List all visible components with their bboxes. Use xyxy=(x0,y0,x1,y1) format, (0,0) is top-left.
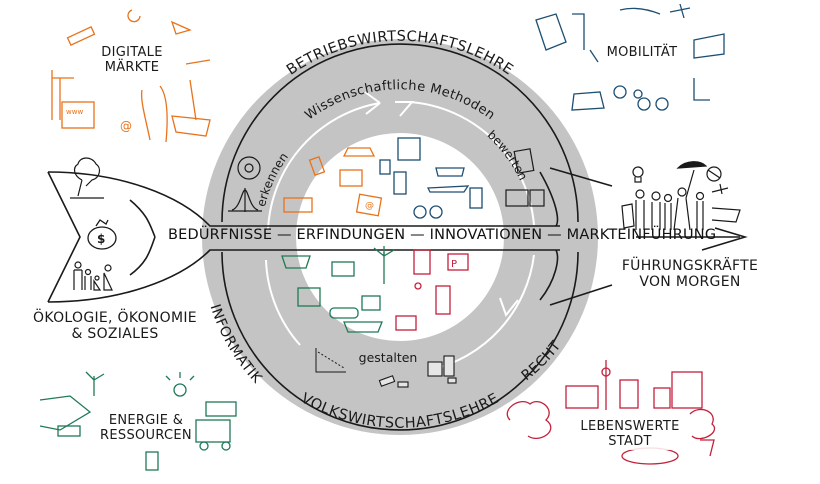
energy-illustration xyxy=(39,371,237,471)
input-label: ÖKOLOGIE, ÖKONOMIE & SOZIALES xyxy=(20,310,210,342)
theme-city-line1: LEBENSWERTE xyxy=(580,419,680,434)
city-icons: P xyxy=(395,249,469,331)
input-label-line2: & SOZIALES xyxy=(71,326,159,343)
globe-icon xyxy=(706,166,722,182)
input-label-line1: ÖKOLOGIE, ÖKONOMIE xyxy=(33,310,197,326)
theme-city-line2: STADT xyxy=(608,433,652,449)
svg-text:www: www xyxy=(66,108,83,116)
output-label-line1: FÜHRUNGSKRÄFTE xyxy=(621,258,759,274)
process-band xyxy=(238,225,560,251)
svg-text:$: $ xyxy=(97,232,105,246)
theme-energy-line2: RESSOURCEN xyxy=(100,427,192,443)
theme-digital-line2: MÄRKTE xyxy=(104,59,160,75)
digital-markets-illustration: www @ xyxy=(51,9,211,143)
theme-mobility: MOBILITÄT xyxy=(602,45,682,61)
lightbulb-icon xyxy=(632,166,644,183)
svg-text:@: @ xyxy=(365,201,374,211)
theme-energy-line1: ENERGIE & xyxy=(108,413,184,428)
people-group-icon xyxy=(621,169,741,231)
svg-text:P: P xyxy=(451,259,457,270)
mobility-icons xyxy=(379,137,483,219)
family-icon xyxy=(73,261,113,291)
plane-icon xyxy=(711,183,729,195)
tree-icon xyxy=(70,157,104,199)
theme-livable-city: LEBENSWERTE STADT xyxy=(580,419,680,450)
theme-mobility-line1: MOBILITÄT xyxy=(606,45,678,60)
mobility-illustration xyxy=(535,3,725,111)
output-arrow-head xyxy=(539,167,748,306)
chart-board-icon xyxy=(505,148,545,207)
output-label: FÜHRUNGSKRÄFTE VON MORGEN xyxy=(610,258,770,290)
svg-text:@: @ xyxy=(120,119,132,133)
inner-circle xyxy=(296,133,504,341)
bell-curve-icon xyxy=(228,188,262,212)
ring-label-gestalten: gestalten xyxy=(359,350,418,365)
process-line: BEDÜRFNISSE — ERFINDUNGEN — INNOVATIONEN… xyxy=(168,227,717,243)
theme-energy-resources: ENERGIE & RESSOURCEN xyxy=(96,413,196,444)
head-gear-icon xyxy=(237,156,261,180)
theme-digital-markets: DIGITALE MÄRKTE xyxy=(92,45,172,76)
digital-icons: @ xyxy=(283,147,383,217)
building-blocks-icon xyxy=(378,355,457,388)
energy-icons xyxy=(281,246,395,333)
scatter-chart-icon xyxy=(315,348,346,373)
umbrella-icon xyxy=(676,161,708,169)
output-label-line2: VON MORGEN xyxy=(639,274,741,291)
theme-digital-line1: DIGITALE xyxy=(101,45,163,60)
money-bag-icon: $ xyxy=(87,219,117,250)
